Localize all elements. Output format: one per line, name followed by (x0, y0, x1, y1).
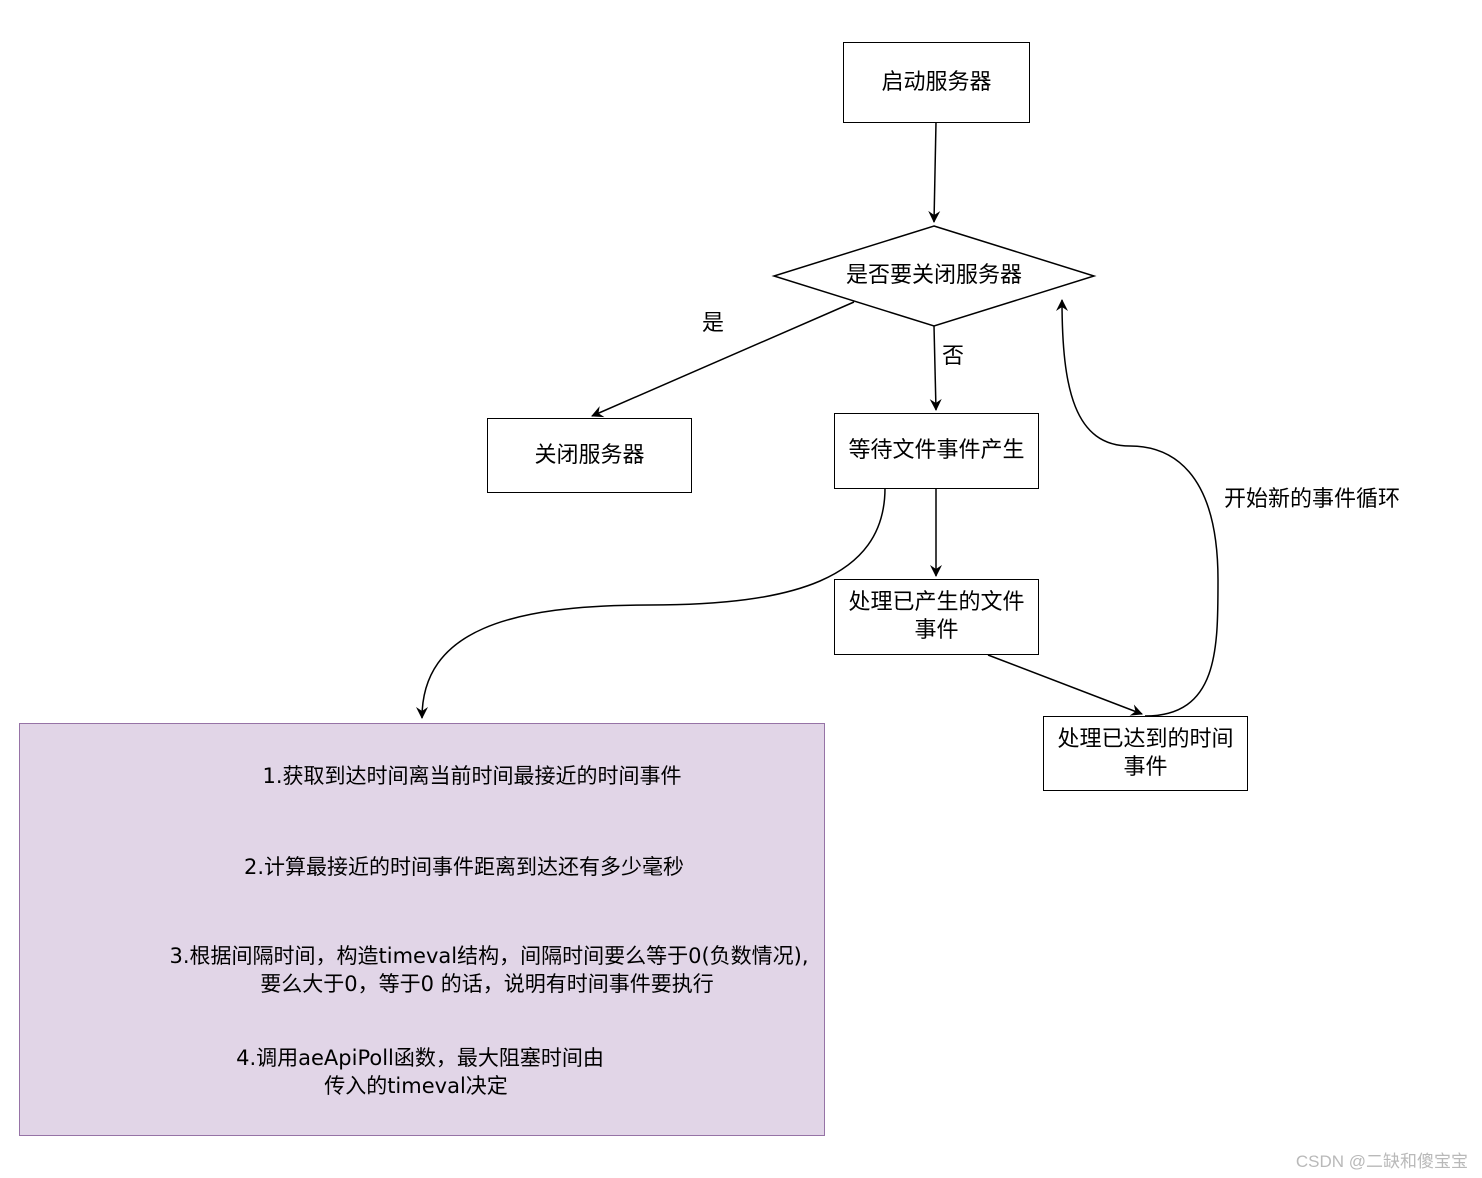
process-file-event-line1: 处理已产生的文件 (848, 590, 1025, 615)
close-server-label: 关闭服务器 (534, 442, 645, 468)
edge-label-no: 否 (942, 344, 965, 369)
step-3-line1: 3.根据间隔时间，构造timeval结构，间隔时间要么等于0(负数情况), (169, 944, 809, 968)
edge-label-yes: 是 (702, 311, 725, 336)
wait-file-event-node: 等待文件事件产生 (834, 413, 1039, 489)
steps-box (19, 723, 825, 1136)
step-1: 1.获取到达时间离当前时间最接近的时间事件 (262, 764, 682, 788)
edge-start-to-decision (928, 121, 941, 223)
edge-decision-to-wait (929, 325, 942, 411)
edge-decision-to-close (591, 301, 855, 418)
start-server-node: 启动服务器 (843, 42, 1030, 123)
edge-loop-back-to-decision (1056, 299, 1219, 717)
wait-file-event-label: 等待文件事件产生 (848, 438, 1025, 463)
edge-process-file-to-process-time (987, 654, 1143, 716)
watermark: CSDN @二缺和傻宝宝 (1295, 1152, 1468, 1171)
step-4-line2: 传入的timeval决定 (324, 1074, 508, 1098)
close-server-node: 关闭服务器 (487, 418, 692, 493)
process-time-event-line1: 处理已达到的时间 (1057, 726, 1234, 752)
edge-wait-to-steps (416, 487, 886, 719)
step-2: 2.计算最接近的时间事件距离到达还有多少毫秒 (243, 855, 685, 879)
step-4-line1: 4.调用aeApiPoll函数，最大阻塞时间由 (236, 1046, 604, 1070)
process-time-event-node: 处理已达到的时间 事件 (1043, 716, 1248, 791)
step-3-line2: 要么大于0，等于0 的话，说明有时间事件要执行 (260, 972, 714, 996)
start-server-label: 启动服务器 (881, 69, 992, 95)
process-time-event-line2: 事件 (1123, 754, 1168, 780)
edge-label-new-loop: 开始新的事件循环 (1224, 487, 1401, 512)
process-file-event-node: 处理已产生的文件 事件 (834, 579, 1039, 655)
process-file-event-line2: 事件 (914, 618, 959, 643)
decision-label: 是否要关闭服务器 (845, 263, 1022, 288)
